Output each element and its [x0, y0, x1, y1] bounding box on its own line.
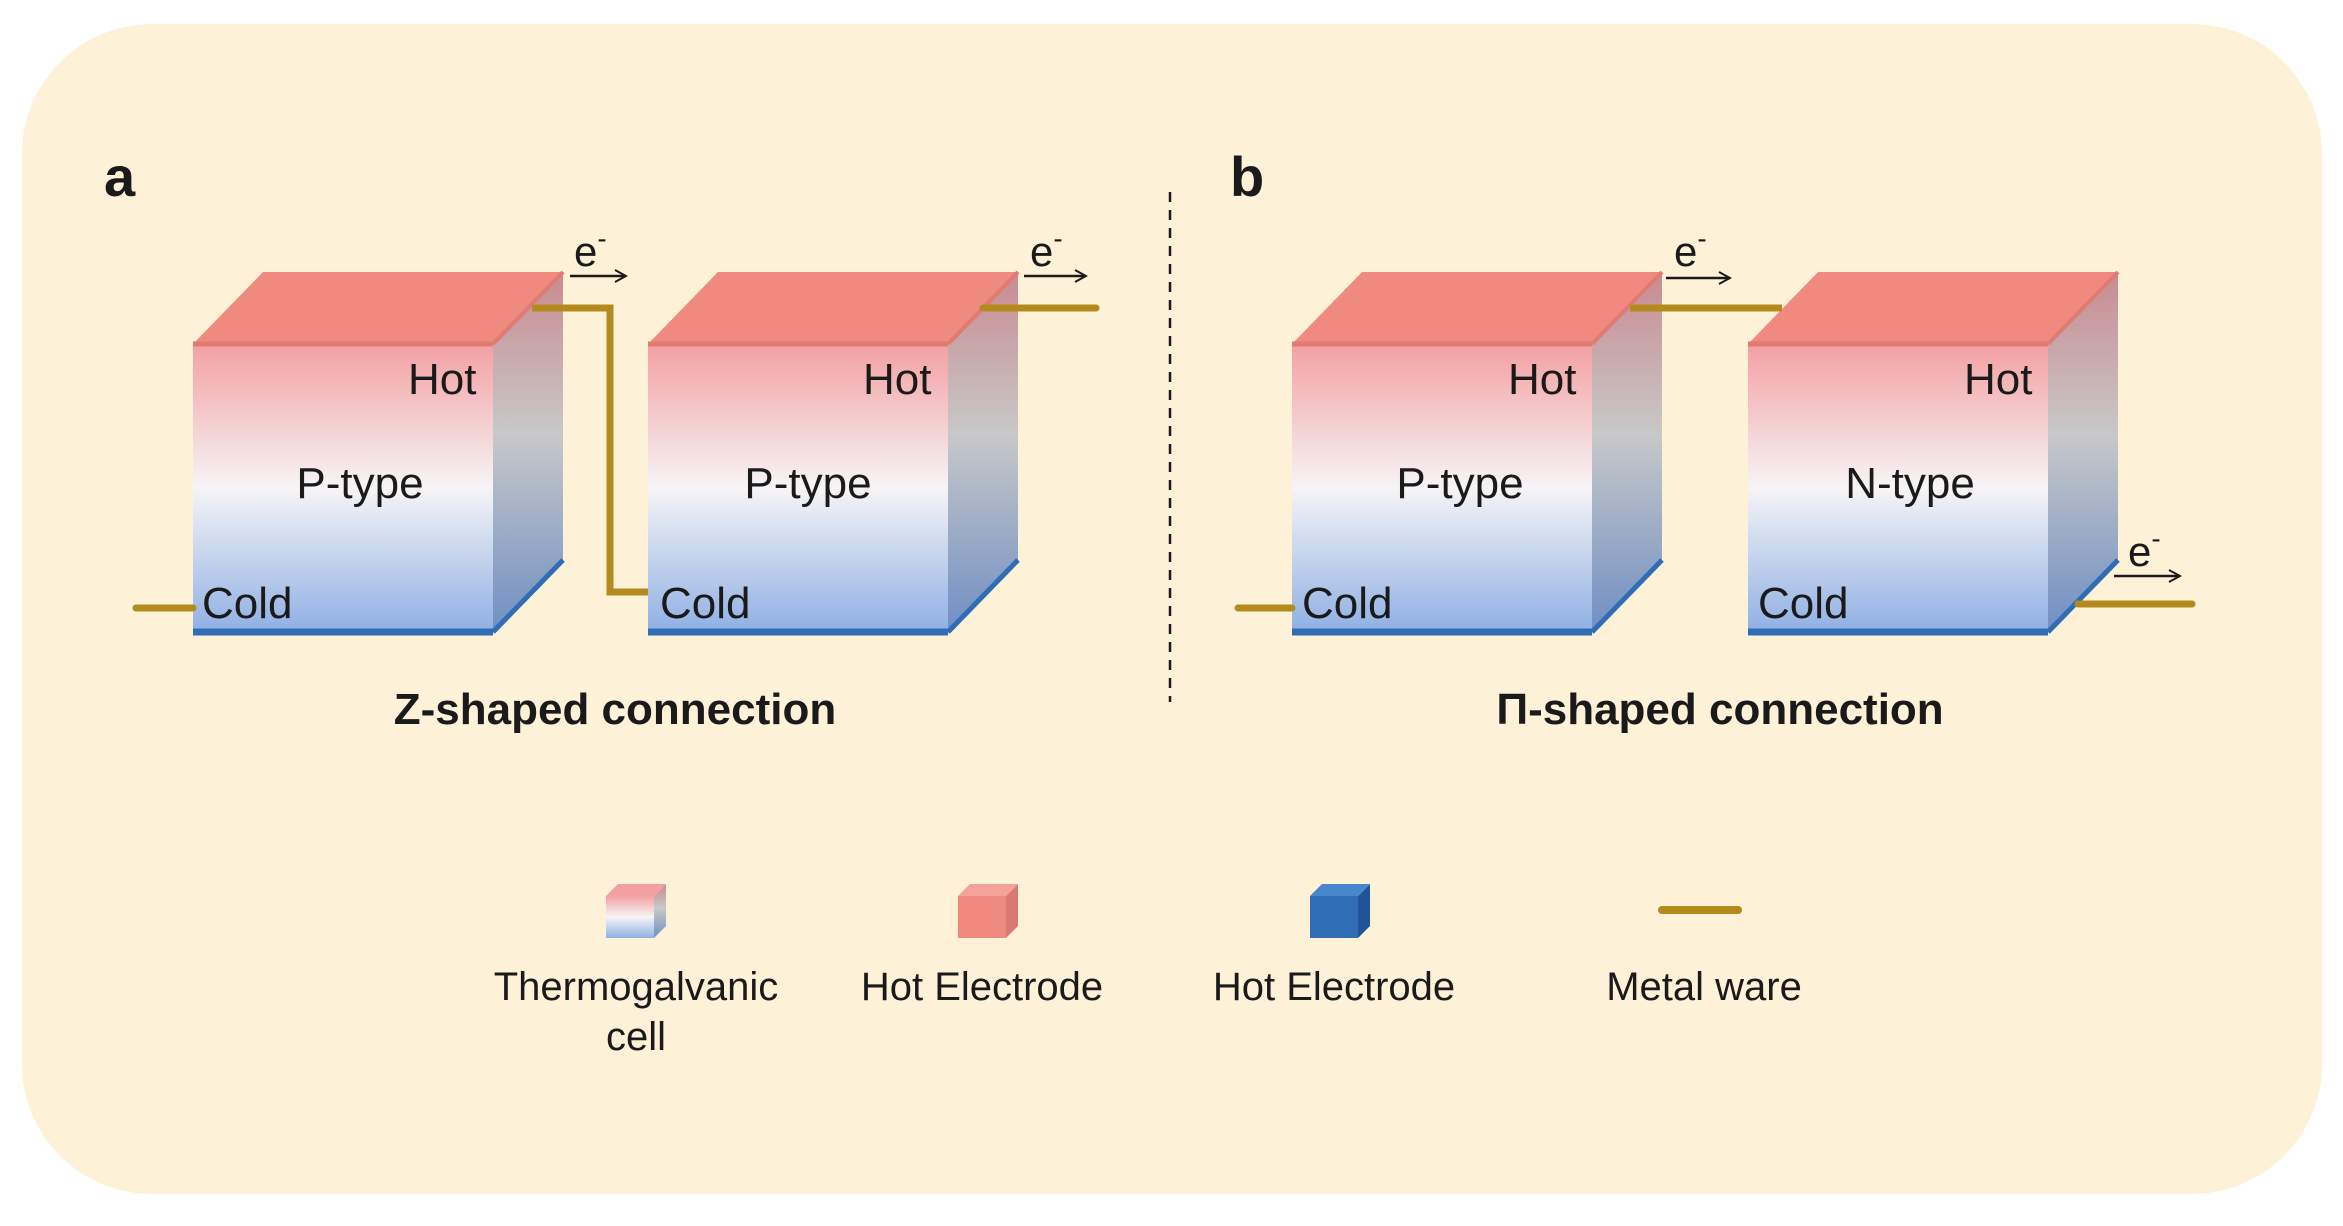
cold-electrode-icon: [1310, 884, 1370, 938]
cell-a1: Hot P-type Cold: [193, 270, 565, 636]
panel-b: b Hot P-type Cold Hot N-type Cold: [1230, 145, 2196, 734]
panel-b-letter: b: [1230, 145, 1264, 208]
panel-a-caption: Z-shaped connection: [394, 685, 836, 734]
type-label: N-type: [1845, 459, 1975, 508]
electron-label: e-: [1674, 223, 1707, 275]
cell-front-face: [1292, 344, 1592, 632]
electron-arrow-b1: e-: [1666, 223, 1730, 278]
cell-side-face: [948, 272, 1018, 632]
cold-electrode-side-edge: [1590, 558, 1664, 634]
cold-label: Cold: [202, 579, 293, 628]
legend-label: Metal ware: [1606, 965, 1802, 1009]
cold-label: Cold: [660, 579, 751, 628]
electron-arrow-b2: e-: [2114, 523, 2180, 576]
hot-electrode-top: [648, 272, 1018, 344]
hot-electrode-side-edge: [491, 270, 565, 346]
panel-a: a Hot P-type Cold Hot P-type Cold: [104, 145, 1100, 734]
metal-wire-z-connection: [532, 304, 648, 596]
legend-thermogalvanic-cell: Thermogalvanic cell: [494, 884, 779, 1059]
type-label: P-type: [1396, 459, 1523, 508]
panel-background: [22, 24, 2322, 1194]
cell-a2: Hot P-type Cold: [648, 270, 1020, 636]
electron-label: e-: [2128, 523, 2161, 575]
cell-side-face: [493, 272, 563, 632]
hot-electrode-icon: [958, 884, 1018, 938]
legend: Thermogalvanic cell Hot Electrode Hot El…: [494, 884, 1802, 1059]
cell-front-face: [648, 344, 948, 632]
electron-arrow-a1: e-: [570, 223, 626, 276]
hot-electrode-side-edge: [1590, 270, 1664, 346]
legend-label: Hot Electrode: [861, 965, 1103, 1009]
hot-electrode-top: [193, 272, 563, 344]
hot-electrode-top: [1748, 272, 2118, 344]
hot-label: Hot: [863, 355, 931, 404]
cell-b1: Hot P-type Cold: [1292, 270, 1664, 636]
legend-label: cell: [606, 1015, 666, 1059]
legend-metal-ware: Metal ware: [1606, 906, 1802, 1009]
cold-label: Cold: [1758, 579, 1849, 628]
legend-label: Thermogalvanic: [494, 965, 779, 1009]
cold-electrode-side-edge: [946, 558, 1020, 634]
hot-electrode-side-edge: [2046, 270, 2120, 346]
legend-label: Hot Electrode: [1213, 965, 1455, 1009]
cold-electrode-side-edge: [491, 558, 565, 634]
cell-front-face: [1748, 344, 2048, 632]
cell-b2: Hot N-type Cold: [1748, 270, 2120, 636]
electron-label: e-: [574, 223, 607, 275]
hot-label: Hot: [1508, 355, 1576, 404]
type-label: P-type: [744, 459, 871, 508]
type-label: P-type: [296, 459, 423, 508]
electron-label: e-: [1030, 223, 1063, 275]
cell-side-face: [1592, 272, 1662, 632]
cell-side-face: [2048, 272, 2118, 632]
hot-label: Hot: [408, 355, 476, 404]
cold-label: Cold: [1302, 579, 1393, 628]
legend-hot-electrode-red: Hot Electrode: [861, 884, 1103, 1009]
cold-electrode-side-edge: [2046, 558, 2120, 634]
hot-label: Hot: [1964, 355, 2032, 404]
hot-electrode-top: [1292, 272, 1662, 344]
electron-arrow-a2: e-: [1024, 223, 1086, 276]
cell-front-face: [193, 344, 493, 632]
thermogalvanic-cell-icon: [606, 884, 666, 938]
legend-hot-electrode-blue: Hot Electrode: [1213, 884, 1455, 1009]
panel-b-caption: Π-shaped connection: [1496, 685, 1943, 734]
panel-a-letter: a: [104, 145, 136, 208]
